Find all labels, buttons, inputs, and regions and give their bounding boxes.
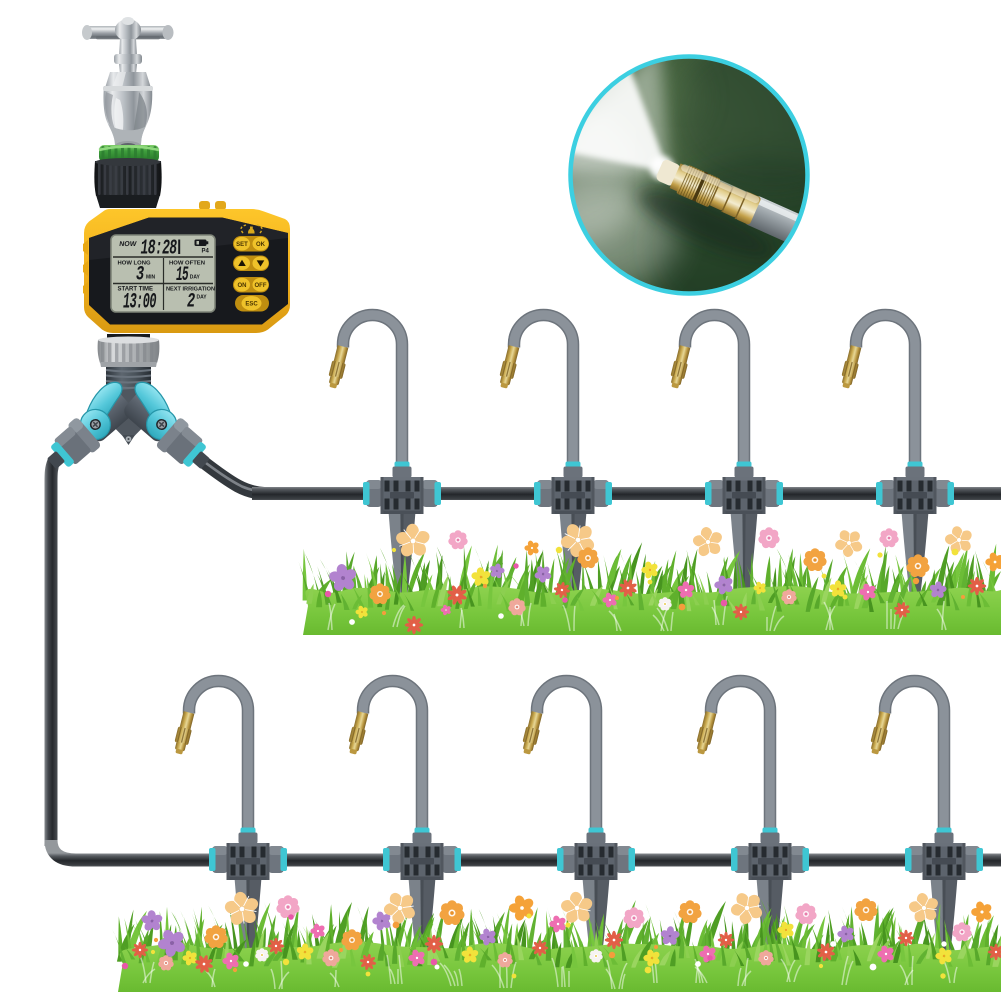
svg-text:ESC: ESC [245, 302, 258, 308]
svg-text:3: 3 [136, 264, 144, 286]
svg-text:18:28: 18:28 [141, 237, 178, 261]
svg-text:ON: ON [238, 283, 247, 289]
svg-text:NEXT IRRIGATION: NEXT IRRIGATION [166, 287, 215, 293]
svg-text:SET: SET [236, 242, 248, 248]
svg-text:DAY: DAY [197, 295, 208, 301]
svg-text:MIN: MIN [146, 275, 156, 281]
svg-text:P4: P4 [202, 249, 210, 255]
svg-text:OFF: OFF [255, 283, 267, 289]
svg-text:HOW LONG: HOW LONG [118, 261, 151, 267]
svg-text:DAY: DAY [190, 275, 201, 281]
svg-text:HOW OFTEN: HOW OFTEN [169, 261, 205, 267]
svg-text:13:00: 13:00 [123, 290, 157, 315]
svg-text:2: 2 [187, 291, 195, 313]
svg-text:15: 15 [176, 264, 189, 286]
svg-text:START TIME: START TIME [118, 287, 154, 293]
svg-text:NOW: NOW [119, 241, 137, 248]
svg-text:OK: OK [256, 242, 266, 248]
